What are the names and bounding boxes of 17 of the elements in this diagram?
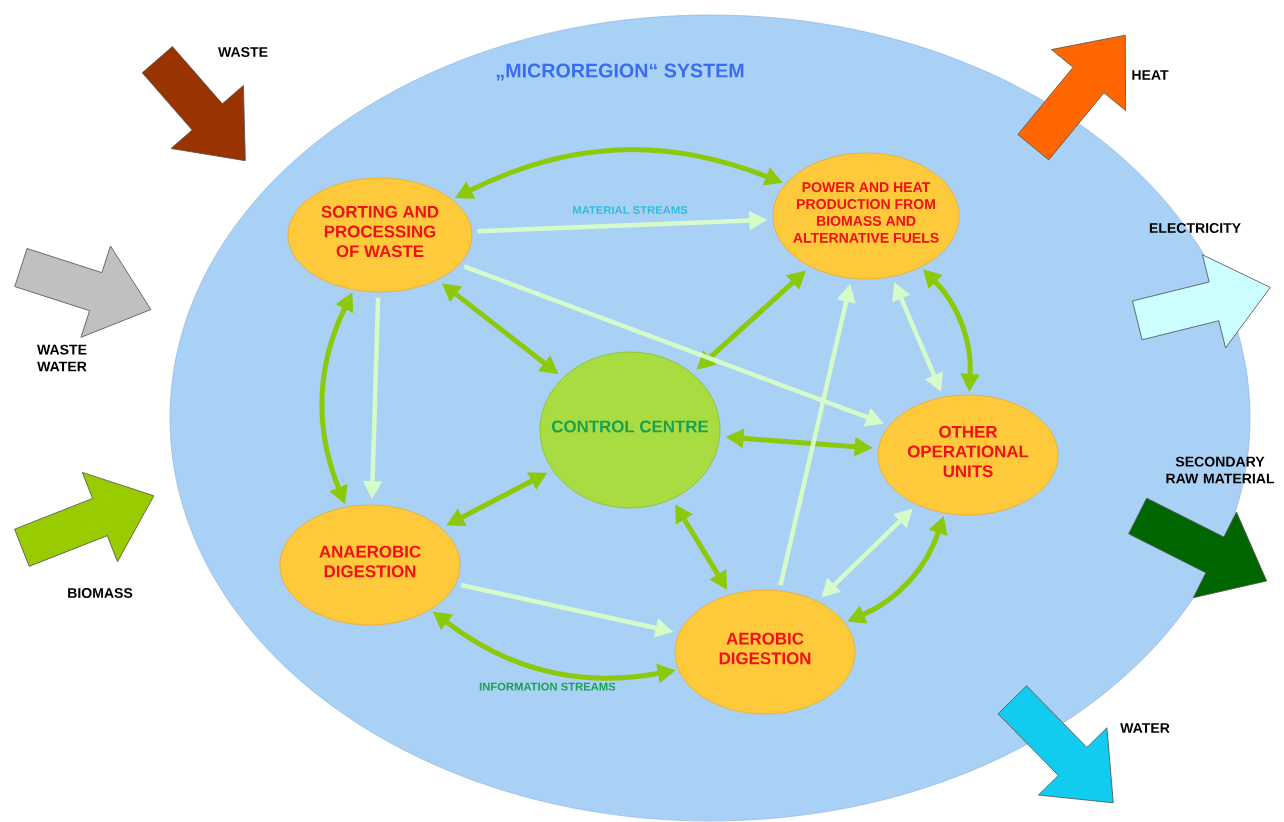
arrow-label: WASTE WATER	[37, 344, 87, 372]
arrow-label: HEAT	[1132, 70, 1169, 80]
arrow-label: WASTE	[218, 47, 268, 57]
heading: „MICROREGION“ SYSTEM	[496, 63, 744, 81]
arrow-label: BIOMASS	[68, 588, 133, 598]
block-arrow	[1017, 34, 1126, 161]
edge-label: INFORMATION STREAMS	[479, 682, 616, 691]
arrow-label: ELECTRICITY	[1149, 223, 1241, 233]
edge-label: MATERIAL STREAMS	[573, 206, 688, 214]
block-arrow	[141, 46, 246, 162]
block-arrow	[14, 245, 152, 338]
arrow-label: WATER	[1120, 723, 1170, 733]
block-arrow	[997, 685, 1114, 804]
block-arrow	[1132, 254, 1271, 349]
block-arrow	[14, 471, 155, 567]
block-arrow	[1128, 497, 1268, 599]
arrow-label: SECONDARY RAW MATERIAL	[1166, 456, 1275, 484]
